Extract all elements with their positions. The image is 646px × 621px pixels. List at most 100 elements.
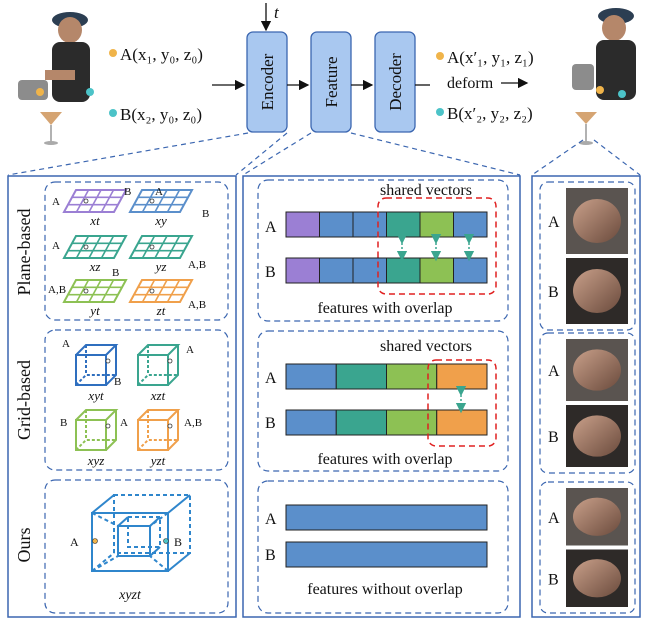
ours-cube-label: xyzt xyxy=(118,588,142,603)
plane-point xyxy=(83,198,89,204)
shared-vectors-label-1: shared vectors xyxy=(380,182,472,199)
ours-marker-a: A xyxy=(70,535,79,549)
plane-label-yt: yt xyxy=(88,303,100,318)
feature-bar-b-ours xyxy=(285,541,488,568)
ours-feature-box xyxy=(257,480,509,614)
grid-feature-box xyxy=(257,330,509,472)
right-panel xyxy=(531,175,641,618)
feature-segment xyxy=(419,257,454,284)
point-a-out-marker xyxy=(436,52,444,60)
grid-based-label: Grid-based xyxy=(14,360,34,440)
feature-segment xyxy=(352,257,387,284)
plane-marker: A,B xyxy=(48,284,66,296)
time-input-label: t xyxy=(274,3,280,22)
ours-box xyxy=(44,479,229,614)
plane-point xyxy=(149,198,155,204)
feature-segment xyxy=(453,211,488,238)
feature-bar-a-grid xyxy=(285,363,488,390)
hand-shape xyxy=(573,559,621,598)
left-panel xyxy=(7,175,237,618)
row-label-a-ours: A xyxy=(265,511,277,528)
crop-pair-2: AB xyxy=(539,332,636,474)
plane-label-xy: xy xyxy=(154,213,167,228)
cube-marker: A,B xyxy=(184,417,202,429)
zoom-lines xyxy=(7,132,641,176)
feature-segment xyxy=(319,257,354,284)
feature-segment xyxy=(285,211,320,238)
crop-label-b: B xyxy=(548,571,559,588)
plane-marker: B xyxy=(202,208,209,220)
feature-bar-a-plane xyxy=(285,211,488,238)
crop-label-b: B xyxy=(548,284,559,301)
plane-based-label: Plane-based xyxy=(14,209,34,296)
feature-segment xyxy=(386,409,438,436)
cube-label-xzt: xzt xyxy=(150,388,166,403)
feature-bar-a-ours xyxy=(285,504,488,531)
cube-marker: B xyxy=(60,417,67,429)
plane-label-xt: xt xyxy=(89,213,100,228)
point-b-output: B(x′₂, y₂, z₂) xyxy=(447,104,533,123)
ours-marker-b: B xyxy=(174,535,182,549)
caption-grid: features with overlap xyxy=(317,451,452,468)
feature-segment xyxy=(386,363,438,390)
feature-bar-b-grid xyxy=(285,409,488,436)
crop-label-a: A xyxy=(548,363,560,380)
plane-point xyxy=(149,244,155,250)
deform-label: deform xyxy=(447,75,494,92)
crop-label-b: B xyxy=(548,429,559,446)
feature-segment xyxy=(335,409,387,436)
cube-point xyxy=(167,358,173,364)
row-label-b-grid: B xyxy=(265,415,276,432)
plane-point xyxy=(83,244,89,250)
plane-zt: zt A,B xyxy=(128,279,206,318)
feature-segment xyxy=(352,211,387,238)
feature-segment xyxy=(319,211,354,238)
point-a-input: A(x₁, y₀, z₀) xyxy=(120,45,203,64)
decoder-box: Decoder xyxy=(374,31,416,133)
feature-segment xyxy=(453,257,488,284)
bartender-image-right xyxy=(550,8,642,150)
crop-label-a: A xyxy=(548,214,560,231)
row-label-a-plane: A xyxy=(265,219,277,236)
cube-label-xyt: xyt xyxy=(87,388,104,403)
plane-marker: A xyxy=(52,196,60,208)
shared-region-2 xyxy=(427,359,497,447)
encoder-box: Encoder xyxy=(246,31,288,133)
point-b-input: B(x₂, y₀, z₀) xyxy=(120,105,202,124)
plane-marker: A,B xyxy=(188,259,206,271)
grid-box xyxy=(44,329,229,471)
feature-box: Feature xyxy=(310,31,352,133)
plane-label-zt: zt xyxy=(156,303,166,318)
point-a-marker xyxy=(109,49,117,57)
hand-shape xyxy=(573,199,621,243)
plane-marker: A,B xyxy=(188,299,206,311)
ours-label: Ours xyxy=(14,528,34,563)
middle-panel xyxy=(242,175,521,618)
plane-yt: yt A,B xyxy=(48,279,128,318)
feature-segment xyxy=(386,257,421,284)
cube-label-yzt: yzt xyxy=(149,453,166,468)
cube-marker: A xyxy=(62,338,70,350)
feature-segment xyxy=(386,211,421,238)
caption-plane: features with overlap xyxy=(317,300,452,317)
feature-label: Feature xyxy=(322,57,341,108)
feature-segment xyxy=(419,211,454,238)
plane-point xyxy=(149,288,155,294)
cube-xyt: xyt A B xyxy=(62,338,121,403)
cube-marker: A xyxy=(120,417,128,429)
cube-marker: B xyxy=(114,376,121,388)
plane-label-xz: xz xyxy=(89,259,101,274)
ours-point-b xyxy=(163,538,169,544)
plane-feature-box xyxy=(257,179,509,322)
caption-ours: features without overlap xyxy=(307,581,463,598)
row-label-b-plane: B xyxy=(265,264,276,281)
cube-point xyxy=(167,423,173,429)
